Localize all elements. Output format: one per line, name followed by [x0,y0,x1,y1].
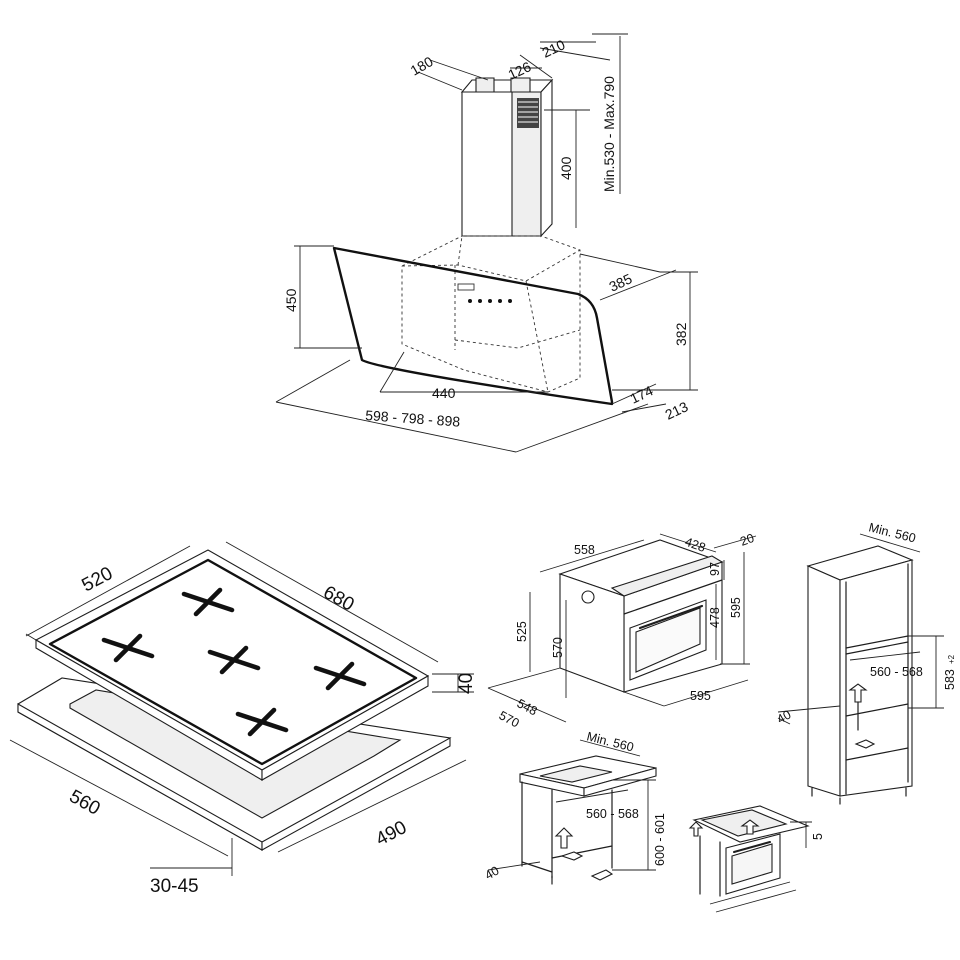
burner-left-icon [101,633,155,663]
dim-hob-cutout-width: 560 [66,786,104,820]
dim-hob-cutout-depth: 490 [372,817,410,850]
dim-chimney-lower: 400 [558,156,574,180]
dim-chimney-depth: 180 [408,53,436,79]
oven-body [558,539,724,693]
dim-oven-cavity: 570 [551,637,565,658]
hob-top [34,549,430,781]
dim-oven-base-depth: 548 [515,696,540,718]
dim-built-in-gap: 5 [811,833,825,840]
dim-total-height: 382 [673,322,689,346]
dim-hob-width: 680 [320,582,358,616]
oven-drawing: 558 428 20 97 478 595 525 570 548 570 59… [487,531,757,730]
hood-chimney [460,77,554,238]
dim-chimney-width: 210 [540,36,568,60]
dim-column-niche-height: 583 [943,669,957,690]
dim-column-min-depth: Min. 560 [867,520,917,545]
dim-counter-min-depth: Min. 560 [585,729,635,754]
dim-hob-worktop: 30-45 [150,876,199,897]
dim-hob-thickness: 40 [456,673,477,694]
dim-column-tolerance: +2 [947,654,956,664]
dim-column-niche-width: 560 - 568 [870,665,923,679]
dim-counter-vent: 40 [483,863,502,882]
dim-total-depth: 213 [663,398,691,422]
dim-oven-total-height: 595 [729,597,743,618]
hood-dimension-lines [275,33,698,453]
hood-body-outline [401,235,581,393]
dim-oven-side: 525 [515,621,529,642]
hob-dimension-lines [9,541,474,876]
dim-oven-width-top: 428 [683,535,707,555]
under-counter-drawing: Min. 560 560 - 568 600 - 601 40 [483,729,667,885]
burner-front-icon [235,707,289,737]
burner-back-left-icon [181,587,235,617]
hob-burners [101,587,367,737]
dim-inner-width: 440 [432,385,456,401]
dim-oven-inner: 478 [708,607,722,628]
under-counter-dimension-lines [487,739,656,871]
hood-glass-panel [332,246,614,406]
dim-hood-widths: 598 - 798 - 898 [365,407,461,430]
burner-center-icon [207,645,261,675]
gas-hob-drawing: 520 680 40 560 490 30-45 [9,541,477,897]
oven-dimension-lines [487,533,757,723]
dim-column-vent: 40 [775,707,794,726]
dim-glass-height: 450 [283,288,299,312]
column-cabinet-drawing: Min. 560 560 - 568 583 +2 40 [775,520,957,805]
column-cabinet [806,545,914,805]
dim-hob-depth: 520 [78,563,116,596]
column-dimension-lines [777,533,944,725]
dim-oven-width: 595 [690,689,711,703]
dim-counter-niche-height: 600 - 601 [653,813,667,866]
dim-oven-depth-top: 558 [574,543,595,557]
built-in-combo-drawing: 5 [688,805,825,913]
dim-body-depth: 385 [607,270,635,294]
dim-oven-total-depth: 570 [497,708,522,730]
dim-oven-panel: 97 [708,562,722,576]
burner-right-icon [313,661,367,691]
cooker-hood-drawing: 180 210 126 400 Min.530 - Max.790 450 38… [275,33,698,453]
dim-chimney-range: Min.530 - Max.790 [601,76,617,192]
dim-counter-niche-width: 560 - 568 [586,807,639,821]
under-counter-cabinet [519,755,657,885]
dim-oven-front: 20 [738,531,756,549]
chimney-vent-grille [517,98,539,128]
